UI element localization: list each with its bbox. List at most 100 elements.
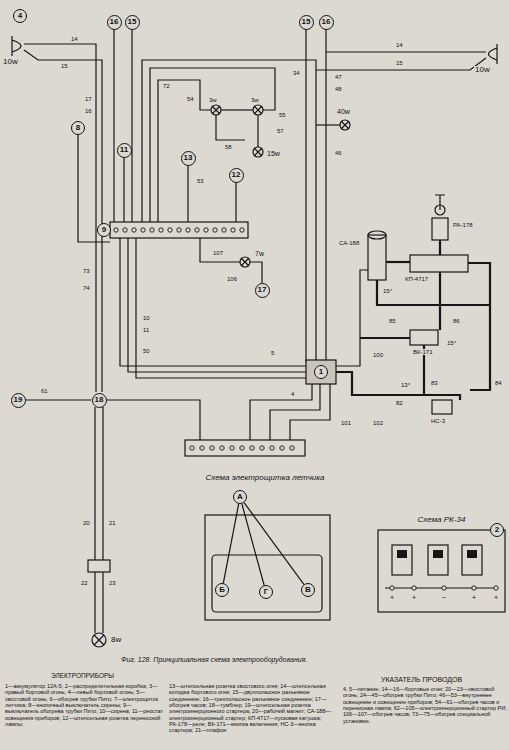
- terminal: [177, 228, 181, 232]
- callout-number: Г: [264, 588, 269, 596]
- callout-label: 54: [186, 96, 195, 102]
- callout-number: 4: [18, 12, 22, 20]
- terminal: [150, 228, 154, 232]
- component: [341, 121, 349, 129]
- wire: [78, 135, 110, 242]
- wire: [94, 572, 95, 633]
- callout-label: 74: [82, 285, 91, 291]
- callout-label: СА-188: [338, 240, 360, 246]
- component: [340, 120, 350, 130]
- callout-number: А: [237, 493, 243, 501]
- wire: [150, 68, 275, 222]
- callout-number: 17: [258, 286, 267, 294]
- wire: [136, 238, 306, 378]
- callout-label: НС-3: [430, 418, 446, 424]
- component: [12, 36, 21, 56]
- callout-label: 50: [142, 348, 151, 354]
- callout-label: 15w: [266, 150, 281, 157]
- wire: [128, 238, 306, 372]
- callout-label: 7w: [254, 250, 265, 257]
- terminal: [240, 228, 244, 232]
- callout-label: 58: [224, 144, 233, 150]
- terminal: [230, 446, 234, 450]
- callout-circle: 15: [125, 15, 140, 30]
- callout-label: 10: [142, 315, 151, 321]
- callout-label: 85: [388, 318, 397, 324]
- relay-coil: [467, 550, 477, 558]
- callout-number: 18: [95, 396, 104, 404]
- parts-list: 4, 5—питание; 14—16—бортовые огни; 20—23…: [342, 686, 509, 724]
- wire: [316, 58, 486, 70]
- wire: [123, 157, 124, 222]
- terminal: [290, 446, 294, 450]
- terminal: [168, 228, 172, 232]
- wire: [221, 109, 253, 110]
- diagram-panel: Схема РК-34: [378, 508, 505, 612]
- callout-label: 15°: [446, 340, 457, 346]
- callout-label: +: [493, 594, 499, 601]
- wire: [336, 270, 368, 366]
- starter-wiring: [336, 372, 460, 400]
- callout-label: 14: [395, 42, 404, 48]
- callout-circle: 9: [97, 223, 111, 237]
- starter-wiring: [360, 337, 410, 339]
- starter-wiring: [336, 240, 490, 400]
- wire: [290, 384, 330, 440]
- terminal: [220, 446, 224, 450]
- callout-number: 11: [120, 146, 128, 154]
- callout-label: +: [411, 594, 417, 601]
- terminal: [280, 446, 284, 450]
- callout-label: 14: [70, 36, 79, 42]
- parts-list: 1—аккумулятор 12А-5; 2—распределительная…: [4, 683, 166, 727]
- callout-label: 34: [292, 70, 301, 76]
- component: [462, 545, 482, 575]
- callout-label: 84: [494, 380, 503, 386]
- terminal: [114, 228, 498, 590]
- callout-number: 2: [495, 526, 499, 534]
- relay-coil: [397, 550, 407, 558]
- callout-label: 23: [108, 580, 117, 586]
- terminal: [195, 228, 199, 232]
- callout-label: 48: [334, 86, 343, 92]
- terminal: [210, 446, 214, 450]
- terminal: [472, 586, 476, 590]
- callout-circle: 18: [92, 393, 107, 408]
- starter-wiring: [439, 272, 441, 330]
- wire: [305, 29, 306, 362]
- wire: [316, 124, 340, 125]
- component: [253, 147, 263, 157]
- callout-circle: 13: [181, 151, 196, 166]
- terminal: [231, 228, 235, 232]
- wire: [250, 384, 312, 440]
- callout-circle: 12: [229, 168, 244, 183]
- wire: [94, 407, 95, 560]
- wire: [325, 29, 326, 362]
- wire: [131, 29, 132, 222]
- component: [435, 205, 445, 215]
- callout-label: 57: [276, 128, 285, 134]
- callout-label: 3w: [250, 97, 260, 103]
- wire: [102, 572, 103, 633]
- callout-label: 101: [340, 420, 352, 426]
- wire: [120, 238, 306, 366]
- wire: [187, 165, 188, 222]
- callout-label: 72: [162, 83, 171, 89]
- wire: [216, 115, 245, 140]
- component: [378, 530, 505, 612]
- starter-wiring: [377, 280, 490, 305]
- callout-label: 102: [372, 420, 384, 426]
- terminal: [123, 228, 127, 232]
- wire: [200, 238, 240, 262]
- component: [211, 105, 221, 115]
- component: [254, 106, 262, 114]
- terminal: [200, 446, 204, 450]
- callout-number: 1: [319, 368, 323, 376]
- terminal: [159, 228, 163, 232]
- callout-label: 40w: [336, 108, 351, 115]
- callout-circle: 1: [314, 365, 328, 379]
- callout-label: −: [441, 594, 447, 601]
- terminal: [250, 446, 254, 450]
- callout-label: КП-4717: [404, 276, 429, 282]
- wire: [24, 44, 96, 392]
